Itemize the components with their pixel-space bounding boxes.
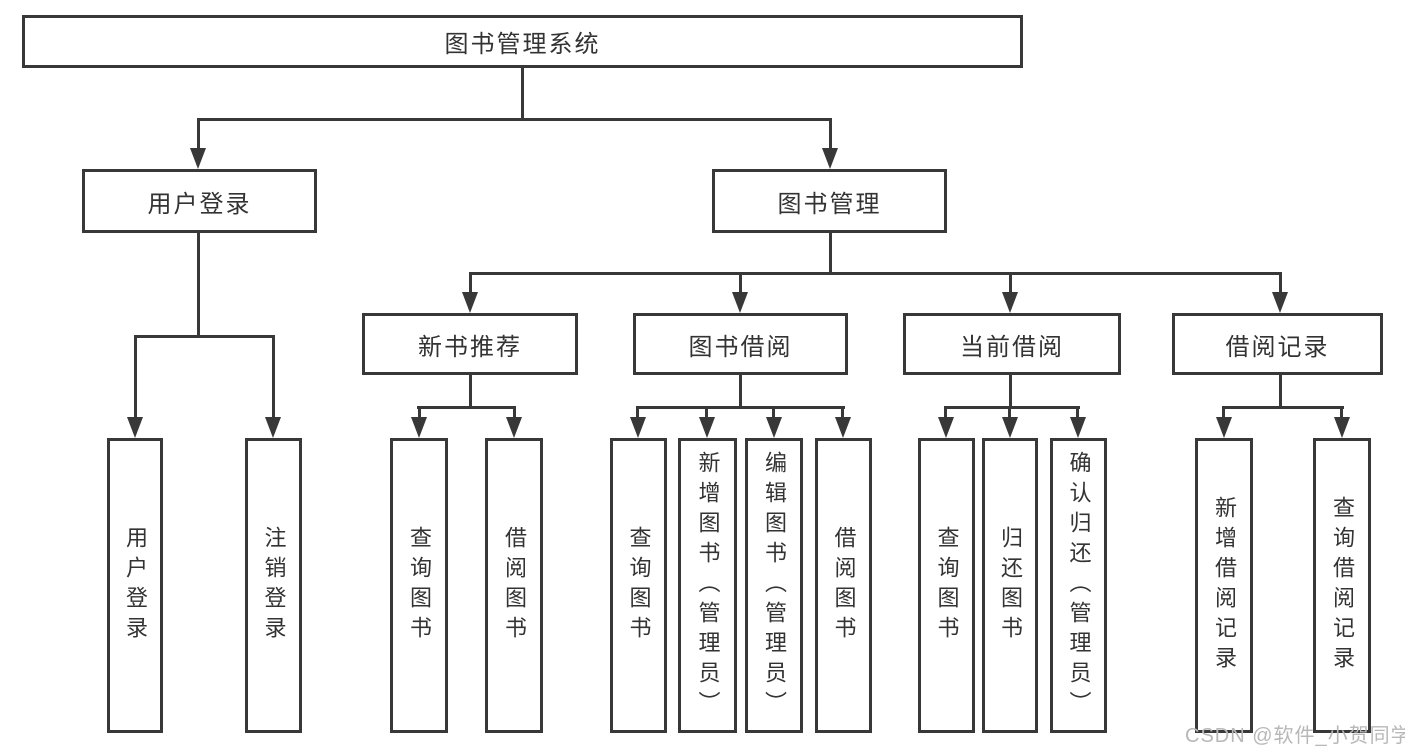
arrowhead-down-icon xyxy=(1070,417,1086,438)
node-borrow-records-label: 借阅记录 xyxy=(1225,333,1330,361)
connector-hline xyxy=(134,335,275,338)
node-current-borrow: 当前借阅 xyxy=(903,313,1121,375)
connector-vline xyxy=(1340,406,1343,420)
arrowhead-down-icon xyxy=(699,417,715,438)
leaf-logout: 注销登录 xyxy=(245,438,302,733)
arrowhead-down-icon xyxy=(1002,292,1018,313)
leaf-add-books-admin-label: 新增图书（管理员） xyxy=(695,450,721,721)
arrowhead-down-icon xyxy=(835,417,851,438)
leaf-confirm-return-admin: 确认归还（管理员） xyxy=(1050,438,1107,733)
arrowhead-down-icon xyxy=(938,417,954,438)
arrowhead-down-icon xyxy=(1334,417,1350,438)
node-new-book-recommend: 新书推荐 xyxy=(362,313,578,375)
leaf-query-books-recommend: 查询图书 xyxy=(390,438,448,733)
leaf-return-books-label: 归还图书 xyxy=(998,525,1023,646)
connector-vline xyxy=(272,335,275,419)
connector-vline xyxy=(521,68,524,119)
connector-vline xyxy=(944,406,947,420)
connector-vline xyxy=(841,406,844,420)
arrowhead-down-icon xyxy=(732,292,748,313)
arrowhead-down-icon xyxy=(822,148,838,169)
arrowhead-down-icon xyxy=(190,148,206,169)
leaf-user-login-label: 用户登录 xyxy=(123,525,148,646)
leaf-confirm-return-admin-label: 确认归还（管理员） xyxy=(1066,450,1092,721)
node-book-management-label: 图书管理 xyxy=(777,190,882,218)
arrowhead-down-icon xyxy=(630,417,646,438)
arrowhead-down-icon xyxy=(766,417,782,438)
leaf-add-books-admin: 新增图书（管理员） xyxy=(678,438,737,733)
connector-hline xyxy=(417,406,516,409)
connector-vline xyxy=(705,406,708,420)
leaf-logout-label: 注销登录 xyxy=(261,525,287,646)
connector-vline xyxy=(739,375,742,408)
arrowhead-down-icon xyxy=(265,417,281,438)
connector-hline xyxy=(469,272,1282,275)
connector-hline xyxy=(945,406,1080,409)
leaf-query-borrow-record-label: 查询借阅记录 xyxy=(1330,495,1355,676)
connector-vline xyxy=(197,118,200,152)
connector-vline xyxy=(469,375,472,408)
leaf-add-borrow-record: 新增借阅记录 xyxy=(1195,438,1253,733)
node-user-login: 用户登录 xyxy=(82,169,317,233)
connector-vline xyxy=(134,335,137,419)
leaf-borrow-books-recommend: 借阅图书 xyxy=(485,438,543,733)
leaf-add-borrow-record-label: 新增借阅记录 xyxy=(1212,495,1237,676)
connector-vline xyxy=(1222,406,1225,420)
leaf-query-books-borrow: 查询图书 xyxy=(610,438,667,733)
connector-vline xyxy=(829,233,832,274)
leaf-query-books-recommend-label: 查询图书 xyxy=(407,525,432,646)
connector-vline xyxy=(513,406,516,420)
leaf-query-books-current: 查询图书 xyxy=(918,438,975,733)
connector-vline xyxy=(418,406,421,420)
connector-hline xyxy=(637,406,845,409)
leaf-borrow-books-label: 借阅图书 xyxy=(831,525,857,646)
connector-vline xyxy=(469,272,472,296)
connector-vline xyxy=(829,118,832,152)
csdn-watermark: CSDN @软件_小贺同学 xyxy=(1185,725,1405,747)
node-root: 图书管理系统 xyxy=(22,15,1023,68)
leaf-edit-books-admin-label: 编辑图书（管理员） xyxy=(762,450,787,721)
connector-vline xyxy=(1279,375,1282,408)
leaf-return-books: 归还图书 xyxy=(982,438,1038,733)
node-new-book-recommend-label: 新书推荐 xyxy=(418,333,522,361)
connector-hline xyxy=(1222,406,1344,409)
leaf-borrow-books-recommend-label: 借阅图书 xyxy=(502,525,527,646)
leaf-query-books-borrow-label: 查询图书 xyxy=(626,525,652,646)
connector-vline xyxy=(772,406,775,420)
connector-hline xyxy=(197,118,832,121)
arrowhead-down-icon xyxy=(506,417,522,438)
arrowhead-down-icon xyxy=(127,417,143,438)
connector-vline xyxy=(1279,272,1282,296)
arrowhead-down-icon xyxy=(462,292,478,313)
node-book-management: 图书管理 xyxy=(712,169,947,233)
node-borrow-records: 借阅记录 xyxy=(1172,313,1383,375)
connector-vline xyxy=(1008,406,1011,420)
leaf-user-login: 用户登录 xyxy=(107,438,163,733)
leaf-borrow-books: 借阅图书 xyxy=(815,438,872,733)
connector-vline xyxy=(1009,375,1012,408)
leaf-query-books-current-label: 查询图书 xyxy=(934,525,960,646)
arrowhead-down-icon xyxy=(1002,417,1018,438)
node-book-borrow: 图书借阅 xyxy=(633,313,848,375)
connector-vline xyxy=(197,233,200,337)
leaf-edit-books-admin: 编辑图书（管理员） xyxy=(745,438,803,733)
arrowhead-down-icon xyxy=(411,417,427,438)
arrowhead-down-icon xyxy=(1216,417,1232,438)
node-current-borrow-label: 当前借阅 xyxy=(960,333,1064,361)
node-root-label: 图书管理系统 xyxy=(444,31,601,58)
connector-vline xyxy=(636,406,639,420)
connector-vline xyxy=(1009,272,1012,296)
connector-vline xyxy=(1076,406,1079,420)
arrowhead-down-icon xyxy=(1272,292,1288,313)
node-user-login-label: 用户登录 xyxy=(147,190,252,218)
leaf-query-borrow-record: 查询借阅记录 xyxy=(1313,438,1371,733)
node-book-borrow-label: 图书借阅 xyxy=(688,333,793,361)
connector-vline xyxy=(739,272,742,296)
